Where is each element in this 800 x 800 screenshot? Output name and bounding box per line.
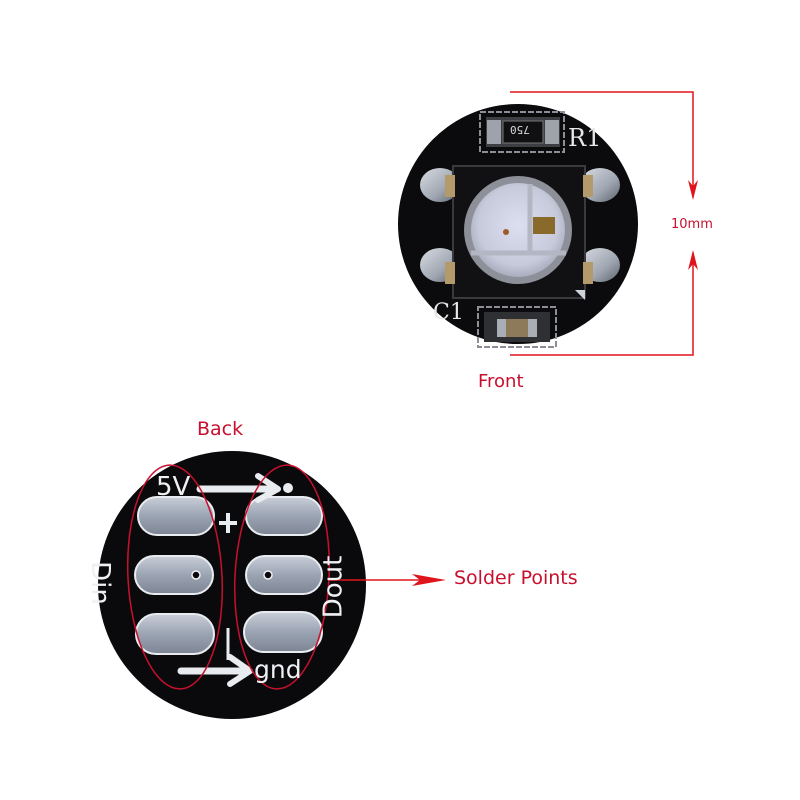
capacitor-ref: C1 bbox=[433, 300, 464, 325]
pin-label-gnd: gnd bbox=[254, 655, 302, 684]
solder-points-arrow bbox=[328, 574, 446, 586]
back-label: Back bbox=[197, 418, 244, 440]
dimension-marker bbox=[510, 91, 698, 356]
pin-label-5v: 5V bbox=[156, 472, 191, 502]
solder-points-label: Solder Points bbox=[454, 567, 578, 589]
pin-label-din: Din bbox=[84, 561, 115, 605]
dimension-label: 10mm bbox=[671, 217, 713, 232]
resistor-ref: R1 bbox=[568, 124, 602, 152]
pin-label-dout: Dout bbox=[318, 555, 349, 619]
front-label: Front bbox=[478, 371, 524, 392]
